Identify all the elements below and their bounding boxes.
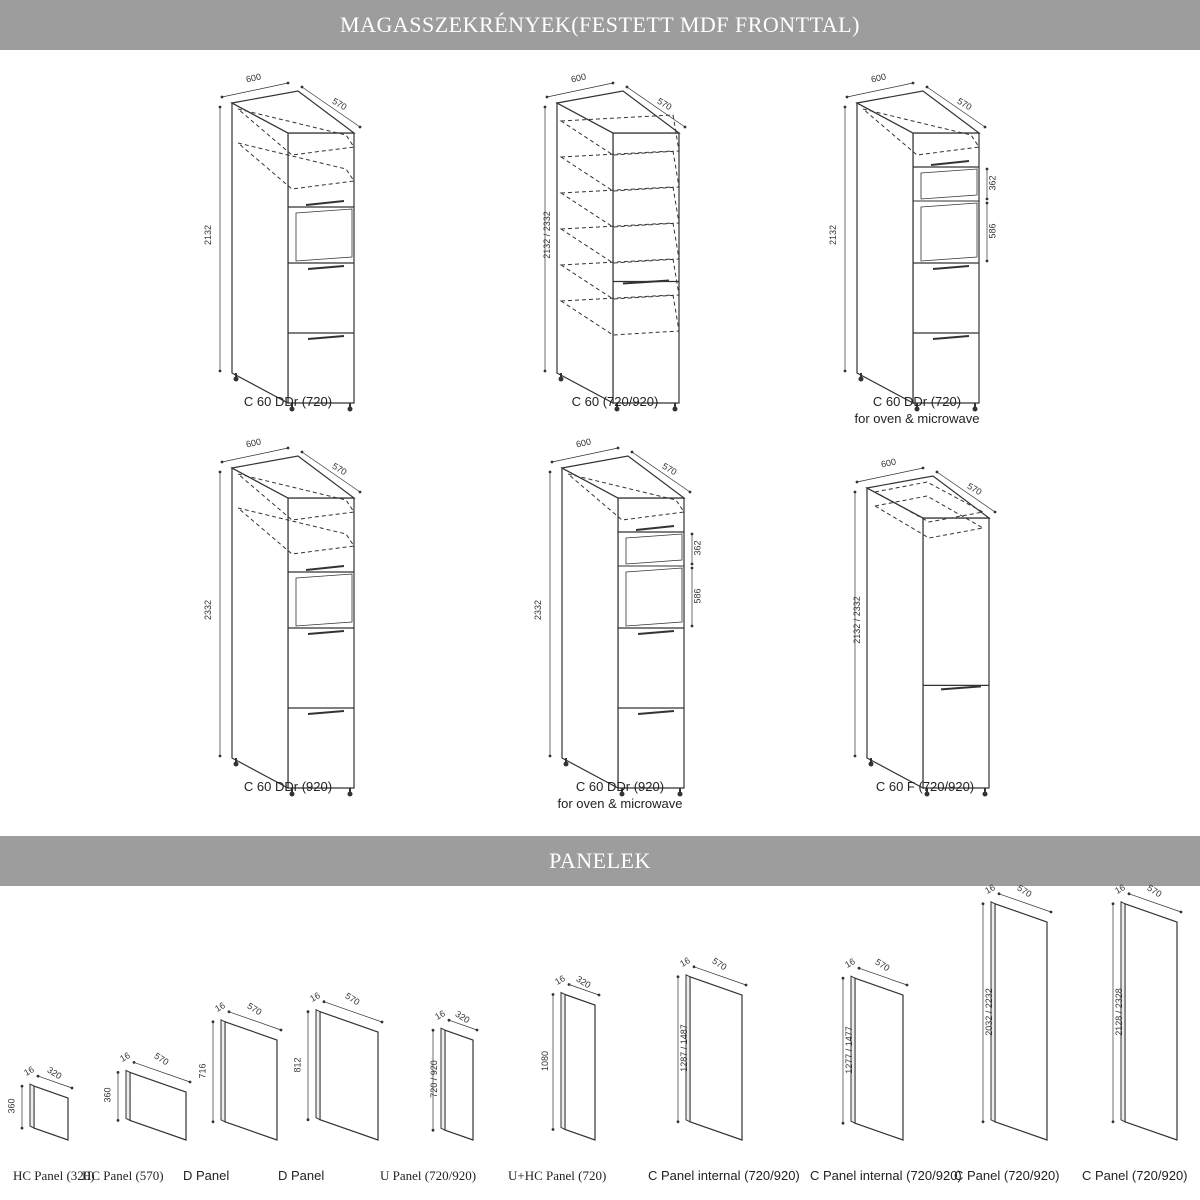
cabinet-5-niche-height-1: 362 — [692, 540, 703, 556]
cabinet-caption-1: C 60 DDr (720) — [168, 393, 408, 410]
cabinet-name: C 60 DDr (920) — [243, 779, 333, 794]
cabinet-name: C 60 (720/920) — [571, 394, 659, 409]
panel-4-height: 812 — [292, 1057, 303, 1073]
panel-drawing-10 — [1111, 892, 1183, 1141]
cabinet-2-height: 2132 / 2332 — [541, 211, 552, 259]
cabinet-drawing-4 — [218, 446, 362, 797]
panel-drawing-6 — [551, 983, 601, 1141]
panel-caption-6: U+HC Panel (720) — [508, 1168, 607, 1183]
cabinet-name: C 60 DDr (720) — [243, 394, 333, 409]
panel-drawing-1 — [20, 1074, 74, 1141]
panel-caption-1: HC Panel (320) — [13, 1168, 95, 1183]
panel-7-height: 1287 / 1487 — [678, 1024, 689, 1073]
cabinet-name: C 60 DDr (920) — [575, 779, 665, 794]
cabinet-4-height: 2332 — [203, 599, 214, 621]
panel-drawing-5 — [431, 1018, 479, 1141]
cabinet-drawing-6 — [853, 466, 997, 797]
cabinet-5-niche-height-2: 586 — [692, 588, 703, 604]
cabinet-caption-6: C 60 F (720/920) — [805, 778, 1045, 795]
panel-drawing-9 — [981, 892, 1053, 1141]
panel-caption-9: C Panel (720/920) — [954, 1168, 1060, 1183]
panel-9-height: 2032 / 2232 — [983, 988, 994, 1036]
cabinet-1-height: 2132 — [203, 224, 214, 246]
cabinet-3-niche-height-2: 586 — [987, 223, 998, 239]
cabinet-drawing-1 — [218, 81, 362, 412]
cabinet-name: C 60 F (720/920) — [875, 779, 975, 794]
panel-caption-7: C Panel internal (720/920) — [648, 1168, 800, 1183]
cabinet-5-height: 2332 — [533, 599, 544, 621]
panel-caption-5: U Panel (720/920) — [380, 1168, 477, 1183]
cabinet-caption-5: C 60 DDr (920) for oven & microwave — [500, 778, 740, 812]
cabinet-name: C 60 DDr (720) — [872, 394, 962, 409]
panel-5-height: 720 / 920 — [428, 1060, 439, 1098]
section-banner-cabinets: MAGASSZEKRÉNYEK(FESTETT MDF FRONTTAL) — [0, 0, 1200, 50]
cabinet-subtitle: for oven & microwave — [854, 411, 980, 426]
cabinet-subtitle: for oven & microwave — [557, 796, 683, 811]
cabinet-3-height: 2132 — [828, 224, 839, 246]
cabinet-caption-2: C 60 (720/920) — [495, 393, 735, 410]
panel-10-height: 2128 / 2328 — [1113, 988, 1124, 1036]
panel-caption-4: D Panel — [278, 1168, 325, 1183]
panel-3-height: 716 — [197, 1063, 208, 1079]
cabinet-3-niche-height-1: 362 — [987, 175, 998, 191]
cabinet-caption-4: C 60 DDr (920) — [168, 778, 408, 795]
section-title-panels: PANELEK — [549, 848, 651, 873]
panel-drawing-2 — [116, 1061, 192, 1141]
panel-drawing-4 — [306, 1000, 384, 1141]
cabinet-drawing-3 — [843, 81, 989, 412]
section-banner-panels: PANELEK — [0, 836, 1200, 886]
cabinet-6-height: 2132 / 2332 — [851, 596, 862, 644]
section-title-cabinets: MAGASSZEKRÉNYEK(FESTETT MDF FRONTTAL) — [340, 12, 860, 37]
panel-8-height: 1277 / 1477 — [843, 1025, 854, 1074]
panel-1-height: 360 — [6, 1098, 17, 1114]
panel-drawing-8 — [841, 966, 909, 1141]
panel-drawing-3 — [211, 1010, 283, 1141]
panel-6-height: 1080 — [540, 1050, 551, 1072]
panel-drawing-7 — [676, 965, 748, 1141]
panel-2-height: 360 — [102, 1087, 113, 1103]
cabinet-drawing-5 — [548, 446, 694, 797]
cabinet-drawing-2 — [543, 81, 687, 412]
panel-caption-10: C Panel (720/920) — [1082, 1168, 1188, 1183]
panel-caption-2: HC Panel (570) — [82, 1168, 164, 1183]
panel-caption-3: D Panel — [183, 1168, 230, 1183]
panel-caption-8: C Panel internal (720/920) — [810, 1168, 962, 1183]
cabinet-caption-3: C 60 DDr (720) for oven & microwave — [797, 393, 1037, 427]
